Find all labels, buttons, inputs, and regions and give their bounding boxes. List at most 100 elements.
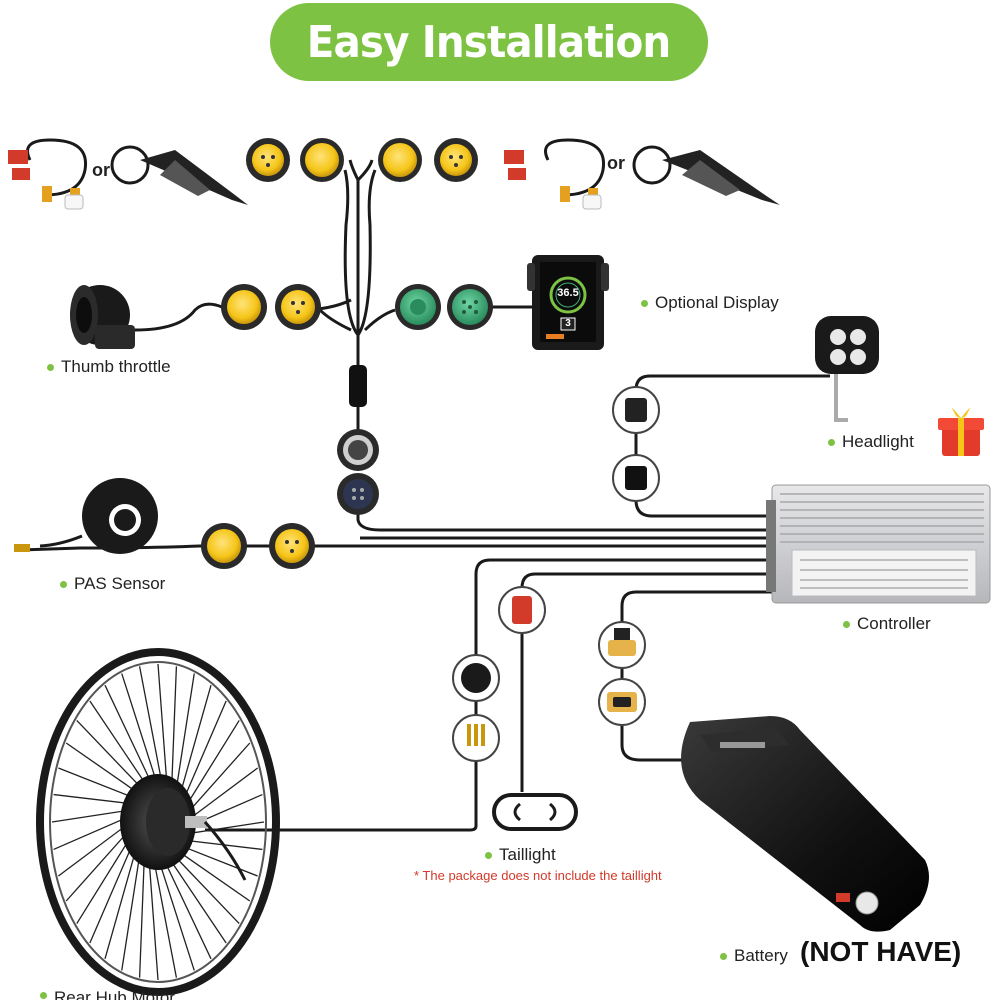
headlight-icon xyxy=(815,316,879,422)
battery-connector-female xyxy=(598,678,646,726)
brake-connector-left-male xyxy=(246,138,290,182)
wheel-spoke xyxy=(58,767,135,799)
wheel-spoke xyxy=(169,858,227,944)
wheel-spoke xyxy=(187,767,258,821)
wheel-spoke xyxy=(178,850,251,902)
brake-sensor-left-icon xyxy=(8,138,88,210)
display-device-icon xyxy=(527,255,609,350)
display-connector-male xyxy=(447,284,493,330)
wheel-spoke xyxy=(164,860,212,960)
optional-display-text: Optional Display xyxy=(655,293,779,312)
brake-connector-right-male xyxy=(434,138,478,182)
wheel-spoke xyxy=(171,666,178,787)
pas-connector-female xyxy=(201,523,247,569)
wheel-spoke xyxy=(58,823,129,877)
wheel-spoke xyxy=(181,845,258,877)
bullet-dot xyxy=(47,363,54,371)
wheel-spoke xyxy=(65,742,138,794)
battery-text: Battery xyxy=(734,946,788,965)
headlight-connector-b xyxy=(612,454,660,502)
wheel-spoke xyxy=(138,666,163,783)
brake-sensor-right-icon xyxy=(504,138,606,210)
or-label-left: or xyxy=(92,160,110,180)
brake-connector-left-female xyxy=(300,138,344,182)
battery-icon xyxy=(681,716,929,932)
title-banner: Easy Installation xyxy=(270,3,708,81)
wheel-spoke xyxy=(185,720,240,807)
battery-label: Battery xyxy=(720,946,788,966)
bullet-dot xyxy=(720,952,727,960)
main-connector-male xyxy=(337,429,379,471)
bullet-dot xyxy=(40,992,47,999)
optional-display-label: Optional Display xyxy=(641,293,779,313)
wheel-spoke xyxy=(89,843,134,944)
wheel-spoke xyxy=(138,857,145,978)
wheel-spoke xyxy=(179,684,212,795)
battery-not-included-note: (NOT HAVE) xyxy=(800,936,962,967)
bullet-dot xyxy=(641,299,648,307)
or-label-right: or xyxy=(607,153,625,173)
pas-sensor-text: PAS Sensor xyxy=(74,574,166,593)
wheel-spoke xyxy=(104,849,137,960)
taillight-note: * The package does not include the taill… xyxy=(414,868,662,883)
rear-hub-motor-label: Rear Hub Motor xyxy=(40,988,175,1000)
battery-connector-male xyxy=(598,621,646,669)
wheel-spoke xyxy=(53,816,129,851)
wheel-spoke xyxy=(104,684,152,784)
wheel-spoke xyxy=(182,700,227,801)
controller-icon xyxy=(766,484,991,604)
brake-connector-right-female xyxy=(378,138,422,182)
headlight-text: Headlight xyxy=(842,432,914,451)
wheel-spoke xyxy=(89,700,147,786)
gift-icon xyxy=(938,408,984,456)
wheel-spoke xyxy=(121,673,158,783)
taillight-connector xyxy=(498,586,546,634)
wheel-spoke xyxy=(158,861,195,971)
bullet-dot xyxy=(485,851,492,859)
pas-sensor-icon xyxy=(14,478,158,554)
display-connector-female xyxy=(395,284,441,330)
wheel-spoke xyxy=(51,809,130,823)
brake-lever-left-icon xyxy=(110,145,248,205)
display-gear-readout: 3 xyxy=(565,318,571,329)
wheel-spoke xyxy=(157,663,168,784)
wheel-spoke xyxy=(186,821,265,835)
rear-hub-motor-text: Rear Hub Motor xyxy=(54,988,175,1000)
controller-label: Controller xyxy=(843,614,931,634)
wheel-spoke xyxy=(53,793,132,805)
wheel-spoke xyxy=(173,855,240,925)
page-title: Easy Installation xyxy=(307,16,671,68)
wheel-spoke xyxy=(65,830,130,902)
pas-sensor-label: PAS Sensor xyxy=(60,574,165,594)
throttle-connector-male xyxy=(275,284,321,330)
taillight-icon xyxy=(492,793,578,831)
wheel-spoke xyxy=(175,673,195,791)
bullet-dot xyxy=(843,620,850,628)
harness-splitter xyxy=(349,365,367,407)
display-speed-readout: 36.5 xyxy=(557,287,579,299)
controller-text: Controller xyxy=(857,614,931,633)
headlight-connector-a xyxy=(612,386,660,434)
throttle-connector-female xyxy=(221,284,267,330)
motor-connector-male xyxy=(452,714,500,762)
brake-lever-right-icon xyxy=(632,145,780,205)
pas-connector-male xyxy=(269,523,315,569)
wheel-spoke xyxy=(148,860,159,981)
wheel-spoke xyxy=(76,719,143,789)
wheel-spoke xyxy=(186,742,251,814)
wheel-spoke xyxy=(76,837,131,924)
thumb-throttle-icon xyxy=(70,285,135,349)
headlight-label: Headlight xyxy=(828,432,914,452)
thumb-throttle-text: Thumb throttle xyxy=(61,357,171,376)
wheel-spoke xyxy=(121,853,141,971)
rear-hub-motor-wheel-icon xyxy=(36,648,280,996)
taillight-label: Taillight xyxy=(485,845,556,865)
main-connector-female xyxy=(337,473,379,515)
motor-connector-female xyxy=(452,654,500,702)
bullet-dot xyxy=(60,580,67,588)
taillight-text: Taillight xyxy=(499,845,556,864)
thumb-throttle-label: Thumb throttle xyxy=(47,357,171,377)
bullet-dot xyxy=(828,438,835,446)
